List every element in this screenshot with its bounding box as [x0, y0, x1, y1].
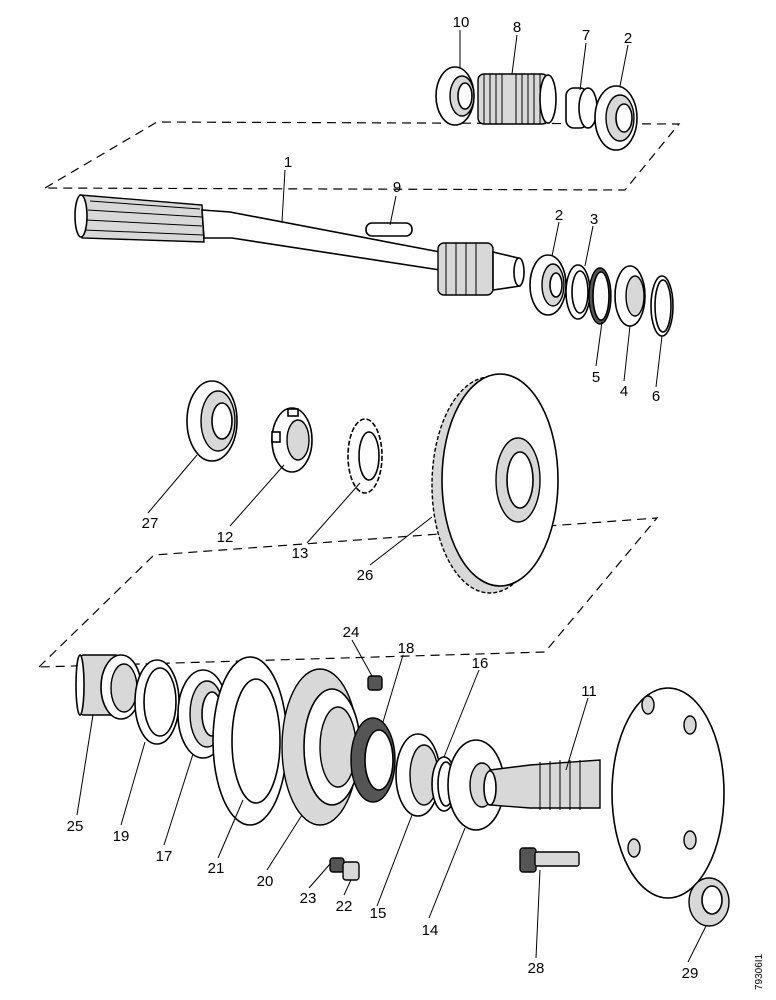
callout-11: 11: [581, 683, 597, 700]
seal-18: [350, 717, 396, 803]
ring-3: [565, 264, 591, 320]
leader-lines: [76, 30, 707, 963]
callout-14: 14: [422, 922, 439, 939]
callout-16: 16: [472, 655, 489, 672]
callout-22: 22: [336, 898, 353, 915]
callout-20: 20: [257, 873, 274, 890]
callout-27: 27: [142, 515, 159, 532]
gasket-21: [212, 656, 288, 826]
callout-1: 1: [284, 154, 292, 171]
sleeve-25: [75, 654, 142, 720]
bearing-2-lower: [529, 254, 567, 316]
gear-26: [431, 373, 559, 594]
callout-5: 5: [592, 369, 600, 386]
circlip-6: [650, 275, 674, 337]
callout-24: 24: [343, 624, 360, 641]
grease-nipple-24: [367, 675, 383, 691]
bearing-2-upper: [594, 85, 638, 151]
callout-29: 29: [682, 965, 699, 982]
housing-20: [281, 668, 361, 826]
callout-2-lower: 2: [555, 207, 563, 224]
flange-shaft-11: [483, 687, 725, 899]
washer-4: [614, 265, 646, 327]
callout-12: 12: [217, 529, 234, 546]
callout-13: 13: [292, 545, 309, 562]
callout-17: 17: [156, 848, 173, 865]
callout-15: 15: [370, 905, 387, 922]
callout-19: 19: [113, 828, 130, 845]
callout-2-upper: 2: [624, 30, 632, 47]
callout-3: 3: [590, 211, 598, 228]
callout-7: 7: [582, 27, 590, 44]
callout-26: 26: [357, 567, 374, 584]
drawing-code: 79306I1: [754, 953, 765, 990]
callout-9: 9: [393, 179, 401, 196]
callout-8: 8: [513, 19, 521, 36]
callout-4: 4: [620, 383, 628, 400]
plug-22: [342, 861, 360, 881]
spacer-7: [565, 87, 598, 129]
callout-25: 25: [67, 818, 84, 835]
callout-23: 23: [300, 890, 317, 907]
callout-labels: 1 2 2 3 4 5 6 7 8 9 10 11 12 13 14 15 16…: [67, 14, 699, 982]
nut-29: [688, 877, 730, 927]
stud-28: [519, 847, 580, 873]
tab-washer-13: [347, 418, 383, 494]
upper-shaft-group-outline: [42, 121, 681, 191]
shaft-1: [74, 194, 525, 296]
ring-5: [588, 267, 612, 325]
bearing-27: [186, 380, 238, 462]
callout-10: 10: [453, 14, 470, 31]
key-9: [365, 222, 413, 237]
slotted-nut-12: [271, 407, 313, 473]
bearing-10: [435, 66, 475, 126]
splined-sleeve-8: [477, 73, 557, 125]
callout-21: 21: [208, 860, 225, 877]
lower-flange-group-outline: [37, 517, 659, 668]
callout-18: 18: [398, 640, 415, 657]
callout-28: 28: [528, 960, 545, 977]
bolt-23: [329, 857, 345, 873]
callout-6: 6: [652, 388, 660, 405]
seal-19: [134, 659, 180, 745]
bearing-15: [395, 733, 441, 817]
